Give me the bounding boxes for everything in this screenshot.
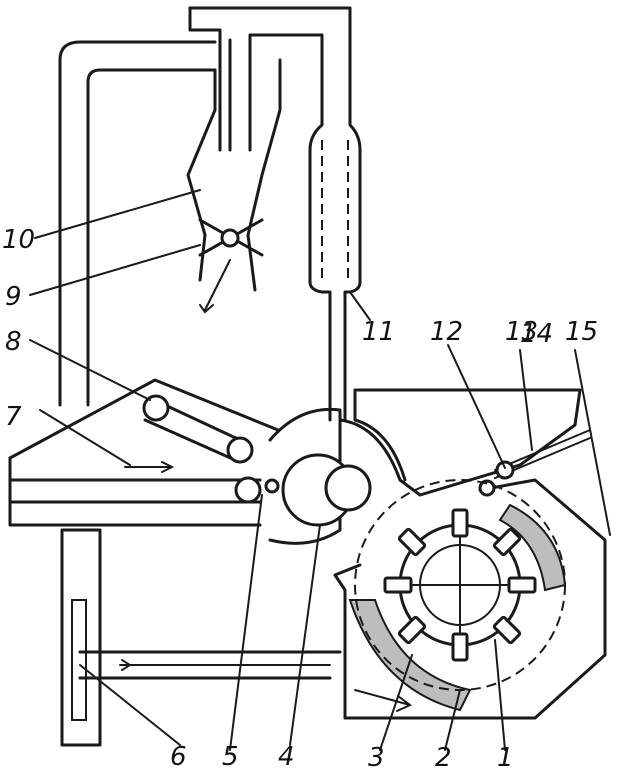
label-9: 9 (5, 282, 22, 312)
label-7: 7 (5, 402, 22, 432)
label-11: 11 (362, 317, 395, 347)
label-13: 13 (505, 317, 538, 347)
beater-housing (268, 407, 372, 545)
feed-table (8, 378, 280, 527)
label-5: 5 (222, 742, 239, 772)
label-10: 10 (2, 225, 35, 255)
part-labels: 1 2 3 4 5 6 7 8 9 10 11 12 13 14 15 (2, 225, 598, 773)
rotary-airlock (198, 218, 264, 314)
label-2: 2 (435, 743, 452, 772)
label-4: 4 (278, 742, 295, 772)
drum-housing (78, 388, 607, 720)
frame-stand (60, 528, 102, 747)
drum-beaters (383, 508, 537, 662)
label-1: 1 (497, 743, 514, 772)
leader-lines (29, 189, 611, 751)
label-8: 8 (5, 327, 22, 357)
filter-sleeve (308, 98, 362, 422)
cyclone (186, 58, 282, 292)
label-3: 3 (368, 743, 385, 772)
label-14: 14 (520, 319, 553, 349)
label-15: 15 (565, 317, 598, 347)
label-12: 12 (430, 317, 463, 347)
label-6: 6 (170, 742, 187, 772)
air-duct (58, 6, 352, 407)
